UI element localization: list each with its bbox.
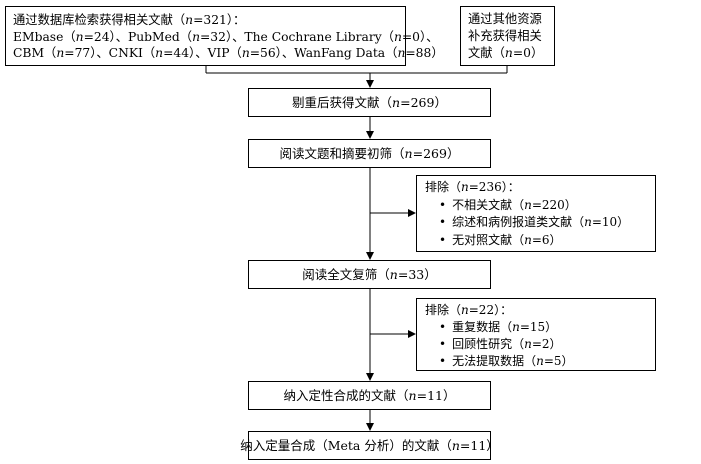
title-abstract-screen-box: 阅读文题和摘要初筛（n=269）	[248, 139, 491, 168]
full-text-screen-box: 阅读全文复筛（n=33）	[248, 260, 491, 289]
exclude1-item: 不相关文献（n=220）	[425, 197, 655, 215]
qualitative-label: 纳入定性合成的文献（n=11）	[283, 387, 456, 403]
exclude2-item: 回顾性研究（n=2）	[425, 336, 655, 353]
exclusion-box-2: 排除（n=22）： 重复数据（n=15） 回顾性研究（n=2） 无法提取数据（n…	[416, 298, 656, 371]
other-line-3: 文献（n=0）	[468, 46, 544, 60]
other-sources-box: 通过其他资源 补充获得相关 文献（n=0）	[460, 6, 555, 66]
exclude2-item: 重复数据（n=15）	[425, 319, 655, 336]
qualitative-synthesis-box: 纳入定性合成的文献（n=11）	[248, 381, 491, 410]
db-line-2: EMbase（n=24）、PubMed（n=32）、The Cochrane L…	[13, 29, 439, 44]
exclude2-item: 无法提取数据（n=5）	[425, 353, 655, 370]
dedup-label: 剔重后获得文献（n=269）	[292, 94, 447, 110]
exclusion-box-1: 排除（n=236）： 不相关文献（n=220） 综述和病例报道类文献（n=10）…	[416, 175, 656, 252]
screen2-label: 阅读全文复筛（n=33）	[302, 266, 437, 282]
other-line-1: 通过其他资源	[468, 12, 542, 26]
exclude1-item: 综述和病例报道类文献（n=10）	[425, 214, 655, 232]
db-line-3: CBM（n=77）、CNKI（n=44）、VIP（n=56）、WanFang D…	[13, 46, 444, 60]
exclude1-item: 无对照文献（n=6）	[425, 232, 655, 250]
quantitative-synthesis-box: 纳入定量合成（Meta 分析）的文献（n=11）	[240, 431, 499, 460]
exclude1-title: 排除（n=236）：	[425, 180, 520, 194]
exclude2-title: 排除（n=22）：	[425, 303, 513, 317]
dedup-box: 剔重后获得文献（n=269）	[248, 88, 491, 117]
database-search-box: 通过数据库检索获得相关文献（n=321）： EMbase（n=24）、PubMe…	[5, 6, 444, 66]
quantitative-label: 纳入定量合成（Meta 分析）的文献（n=11）	[240, 437, 499, 453]
other-line-2: 补充获得相关	[468, 29, 542, 43]
screen1-label: 阅读文题和摘要初筛（n=269）	[279, 145, 460, 161]
db-line-1: 通过数据库检索获得相关文献（n=321）：	[13, 13, 246, 27]
